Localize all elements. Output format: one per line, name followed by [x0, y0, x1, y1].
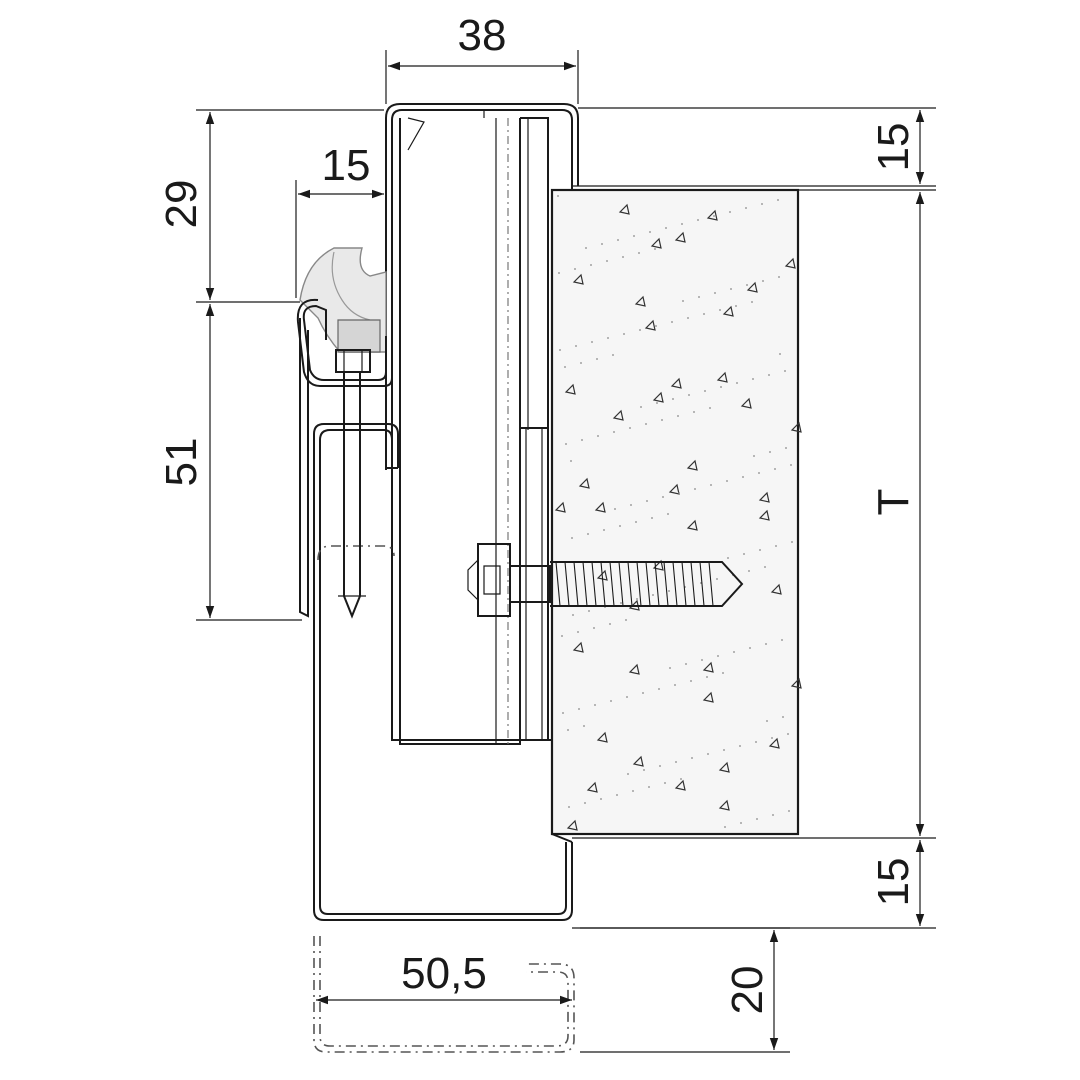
dim-label-top-return: 15 — [869, 123, 918, 172]
screw-threads — [555, 561, 714, 607]
dim-label-top-width: 38 — [458, 11, 507, 60]
concrete-wall — [550, 188, 802, 836]
bottom-u-profile — [313, 423, 573, 921]
dim-label-extension-depth: 20 — [723, 966, 772, 1015]
dim-label-upper-height: 29 — [157, 180, 206, 229]
dim-label-frame-width: 50,5 — [401, 949, 487, 998]
dimension-lines — [196, 50, 936, 1053]
spring-clip — [296, 298, 393, 618]
steel-frame-profile — [385, 103, 579, 745]
extension-profile-hidden — [313, 545, 575, 1053]
dim-label-clip-height: 51 — [157, 438, 206, 487]
dim-label-wall-thickness: T — [869, 489, 918, 516]
concrete-aggregate-pattern — [554, 195, 802, 831]
rubber-gasket — [299, 247, 387, 353]
dim-label-bottom-return: 15 — [869, 858, 918, 907]
dim-label-lip-depth: 15 — [322, 141, 371, 190]
latch-pin — [335, 349, 371, 619]
anchor-screw — [467, 543, 744, 617]
